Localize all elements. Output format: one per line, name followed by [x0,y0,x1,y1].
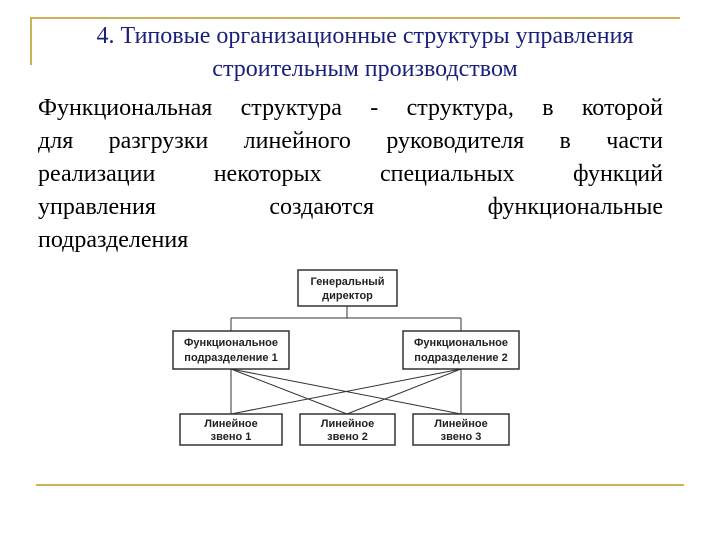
title-accent-line [30,17,680,19]
connector-f2-line2 [346,368,462,415]
definition-line-3: реализации некоторых специальных функций [38,161,663,187]
node-director-box [297,269,398,307]
node-functional-2: Функциональное подразделение 2 [402,330,520,370]
node-line-1-box [179,413,283,446]
node-functional-2-line-2: подразделение 2 [414,352,507,364]
node-line-2-line-1: Линейное [321,418,375,430]
definition-line-2: для разгрузки линейного руководителя в ч… [38,128,663,154]
node-line-2: Линейное звено 2 [299,413,396,446]
definition-line-4: управления создаются функциональные [38,194,663,220]
node-line-1-line-1: Линейное [204,418,258,430]
footer-accent-line [36,484,684,486]
node-director-line-1: Генеральный [311,276,385,288]
node-functional-1-line-1: Функциональное [184,337,278,349]
node-line-1: Линейное звено 1 [179,413,283,446]
node-line-3-line-2: звено 3 [441,431,482,443]
connector-f1-line2 [230,368,348,415]
node-line-2-box [299,413,396,446]
connector-f2-line1 [230,368,462,415]
node-functional-1-line-2: подразделение 1 [184,352,277,364]
node-director: Генеральный директор [297,269,398,307]
node-functional-1: Функциональное подразделение 1 [172,330,290,370]
slide-title-line-1: 4. Типовые организационные структуры упр… [96,23,634,49]
title-accent-bar [30,17,32,65]
node-line-3-box [412,413,510,446]
node-line-3: Линейное звено 3 [412,413,510,446]
node-line-1-line-2: звено 1 [211,431,252,443]
slide-title-line-2: строительным производством [212,56,518,82]
slide-title: 4. Типовые организационные структуры упр… [40,20,690,86]
node-functional-1-box [172,330,290,370]
node-line-2-line-2: звено 2 [327,431,368,443]
definition-line-5: подразделения [38,227,189,253]
definition-line-1: Функциональная структура - структура, в … [38,95,663,121]
node-functional-2-line-1: Функциональное [414,337,508,349]
node-director-line-2: директор [322,290,373,302]
node-line-3-line-1: Линейное [434,418,488,430]
node-functional-2-box [402,330,520,370]
definition-text: Функциональная структура - структура, в … [38,92,663,257]
connectors [230,306,462,415]
